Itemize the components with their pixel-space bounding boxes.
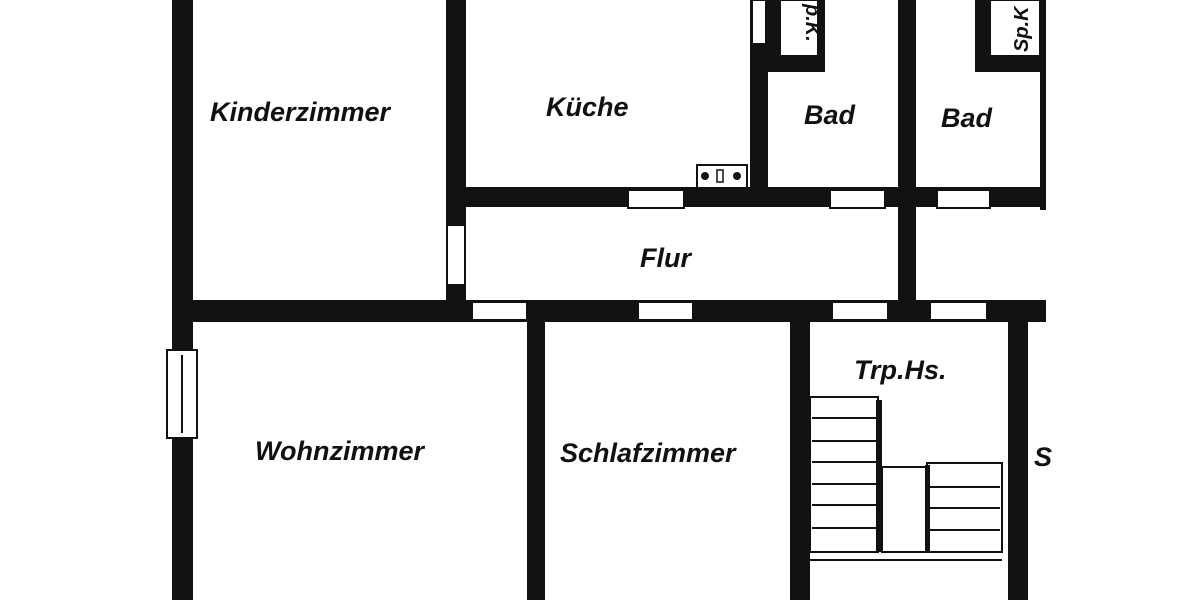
- wall-wohn-schlaf: [527, 310, 545, 600]
- closet-right-label: Sp.K: [1011, 5, 1033, 52]
- closet-right-interior: [989, 0, 1041, 57]
- room-label-flur: Flur: [640, 243, 692, 273]
- room-label-kueche: Küche: [546, 92, 629, 122]
- doors-windows: [166, 189, 991, 439]
- stove: [696, 164, 748, 189]
- room-label-partial: S: [1034, 442, 1052, 472]
- wall-kitchen-right: [750, 0, 768, 200]
- room-label-bad-2: Bad: [941, 103, 993, 133]
- closet-left-interior: [779, 0, 819, 57]
- wall-stairs-right: [1008, 310, 1028, 600]
- door-bad1: [829, 189, 886, 209]
- closets: p.K. Sp.K: [751, 0, 1041, 57]
- door-kueche: [627, 189, 685, 209]
- staircase: [809, 396, 1003, 561]
- door-wohnzimmer: [471, 301, 528, 321]
- wall-corridor-bottom: [172, 300, 1046, 322]
- wall-schlaf-stairs: [790, 310, 810, 600]
- walls: [172, 0, 1046, 600]
- room-label-schlafzimmer: Schlafzimmer: [560, 438, 737, 468]
- room-label-bad-1: Bad: [804, 100, 856, 130]
- room-label-kinderzimmer: Kinderzimmer: [210, 97, 392, 127]
- door-right: [929, 301, 988, 321]
- closet-left-label: p.K.: [801, 3, 823, 42]
- wall-bath-divider: [898, 0, 916, 310]
- door-bad2: [936, 189, 991, 209]
- room-label-wohnzimmer: Wohnzimmer: [255, 436, 426, 466]
- wall-right-upper: [1040, 0, 1046, 210]
- room-label-treppenhaus: Trp.Hs.: [854, 355, 947, 385]
- door-schlafzimmer: [637, 301, 694, 321]
- closet-left-door: [751, 0, 767, 45]
- door-treppenhaus: [831, 301, 889, 321]
- room-labels: Kinderzimmer Küche Bad Bad Flur Wohnzimm…: [210, 92, 1052, 472]
- door-kinderzimmer: [446, 224, 466, 286]
